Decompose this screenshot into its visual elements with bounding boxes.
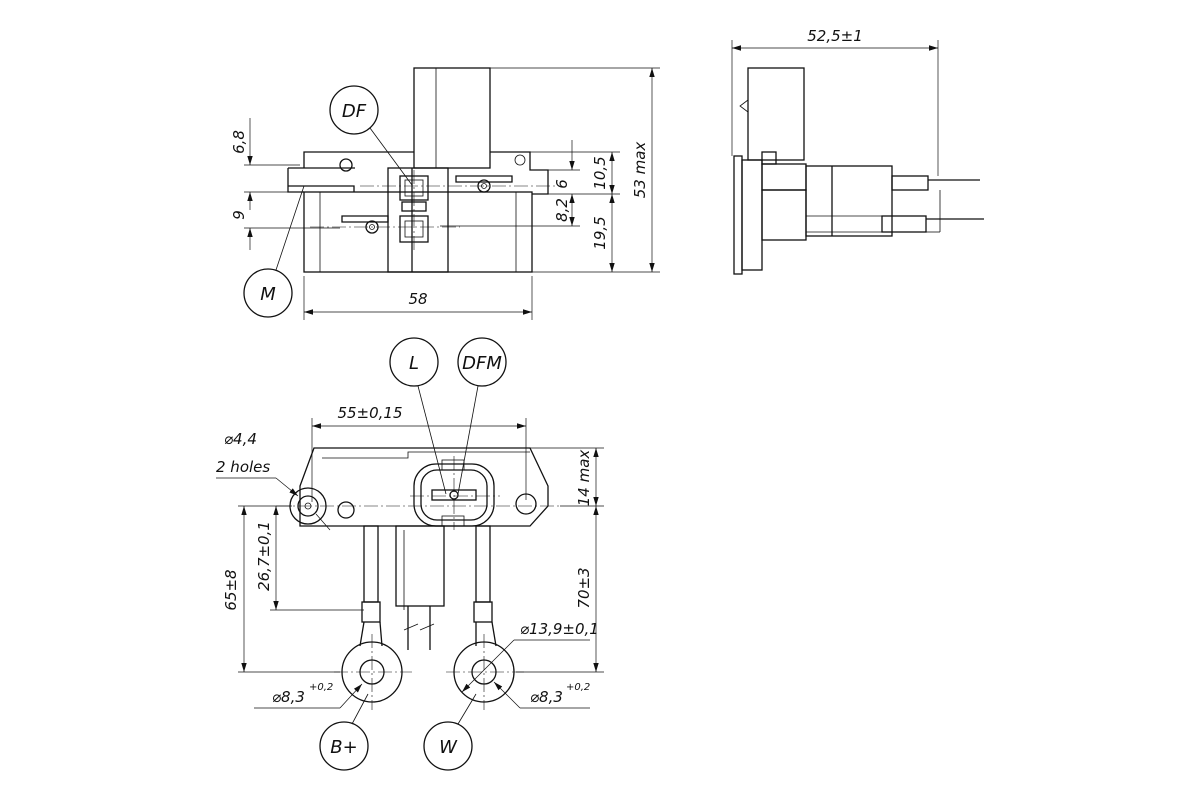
- dim-53-max: 53 max: [631, 142, 649, 199]
- dim-holes-count: 2 holes: [216, 458, 270, 476]
- dim-tol-right: +0,2: [566, 682, 590, 693]
- dim-65: 65±8: [222, 569, 240, 610]
- dim-10-5: 10,5: [591, 156, 609, 189]
- callout-df: DF: [342, 101, 367, 122]
- dim-9: 9: [230, 210, 248, 220]
- side-view: [731, 40, 984, 275]
- callout-w: W: [439, 737, 458, 758]
- dimension-labels: 6,8 9 58 10,5 6 8,2 19,5 53 max 52,5±1 5…: [216, 27, 863, 706]
- callout-labels: DF M L DFM B+ W: [260, 101, 502, 758]
- dim-6: 6: [553, 179, 571, 189]
- dim-55: 55±0,15: [337, 404, 402, 422]
- dim-6-8: 6,8: [230, 130, 248, 154]
- dim-52-5: 52,5±1: [807, 27, 863, 45]
- dim-8-3-right: ⌀8,3: [530, 688, 563, 706]
- dim-13-9: ⌀13,9±0,1: [520, 620, 599, 638]
- dim-hole-diameter: ⌀4,4: [224, 430, 257, 448]
- callout-dfm: DFM: [462, 353, 502, 374]
- dim-8-3-left: ⌀8,3: [272, 688, 305, 706]
- dim-58: 58: [408, 290, 427, 308]
- dim-8-2: 8,2: [553, 198, 571, 222]
- callout-l: L: [409, 353, 419, 374]
- top-view: [243, 67, 660, 320]
- dim-14-max: 14 max: [575, 450, 593, 507]
- dim-26-7: 26,7±0,1: [255, 521, 273, 591]
- front-view: [216, 337, 604, 771]
- callout-b-plus: B+: [330, 737, 357, 758]
- dim-70: 70±3: [575, 567, 593, 608]
- dim-19-5: 19,5: [591, 216, 609, 249]
- dim-tol-left: +0,2: [309, 682, 333, 693]
- callout-m: M: [260, 284, 276, 305]
